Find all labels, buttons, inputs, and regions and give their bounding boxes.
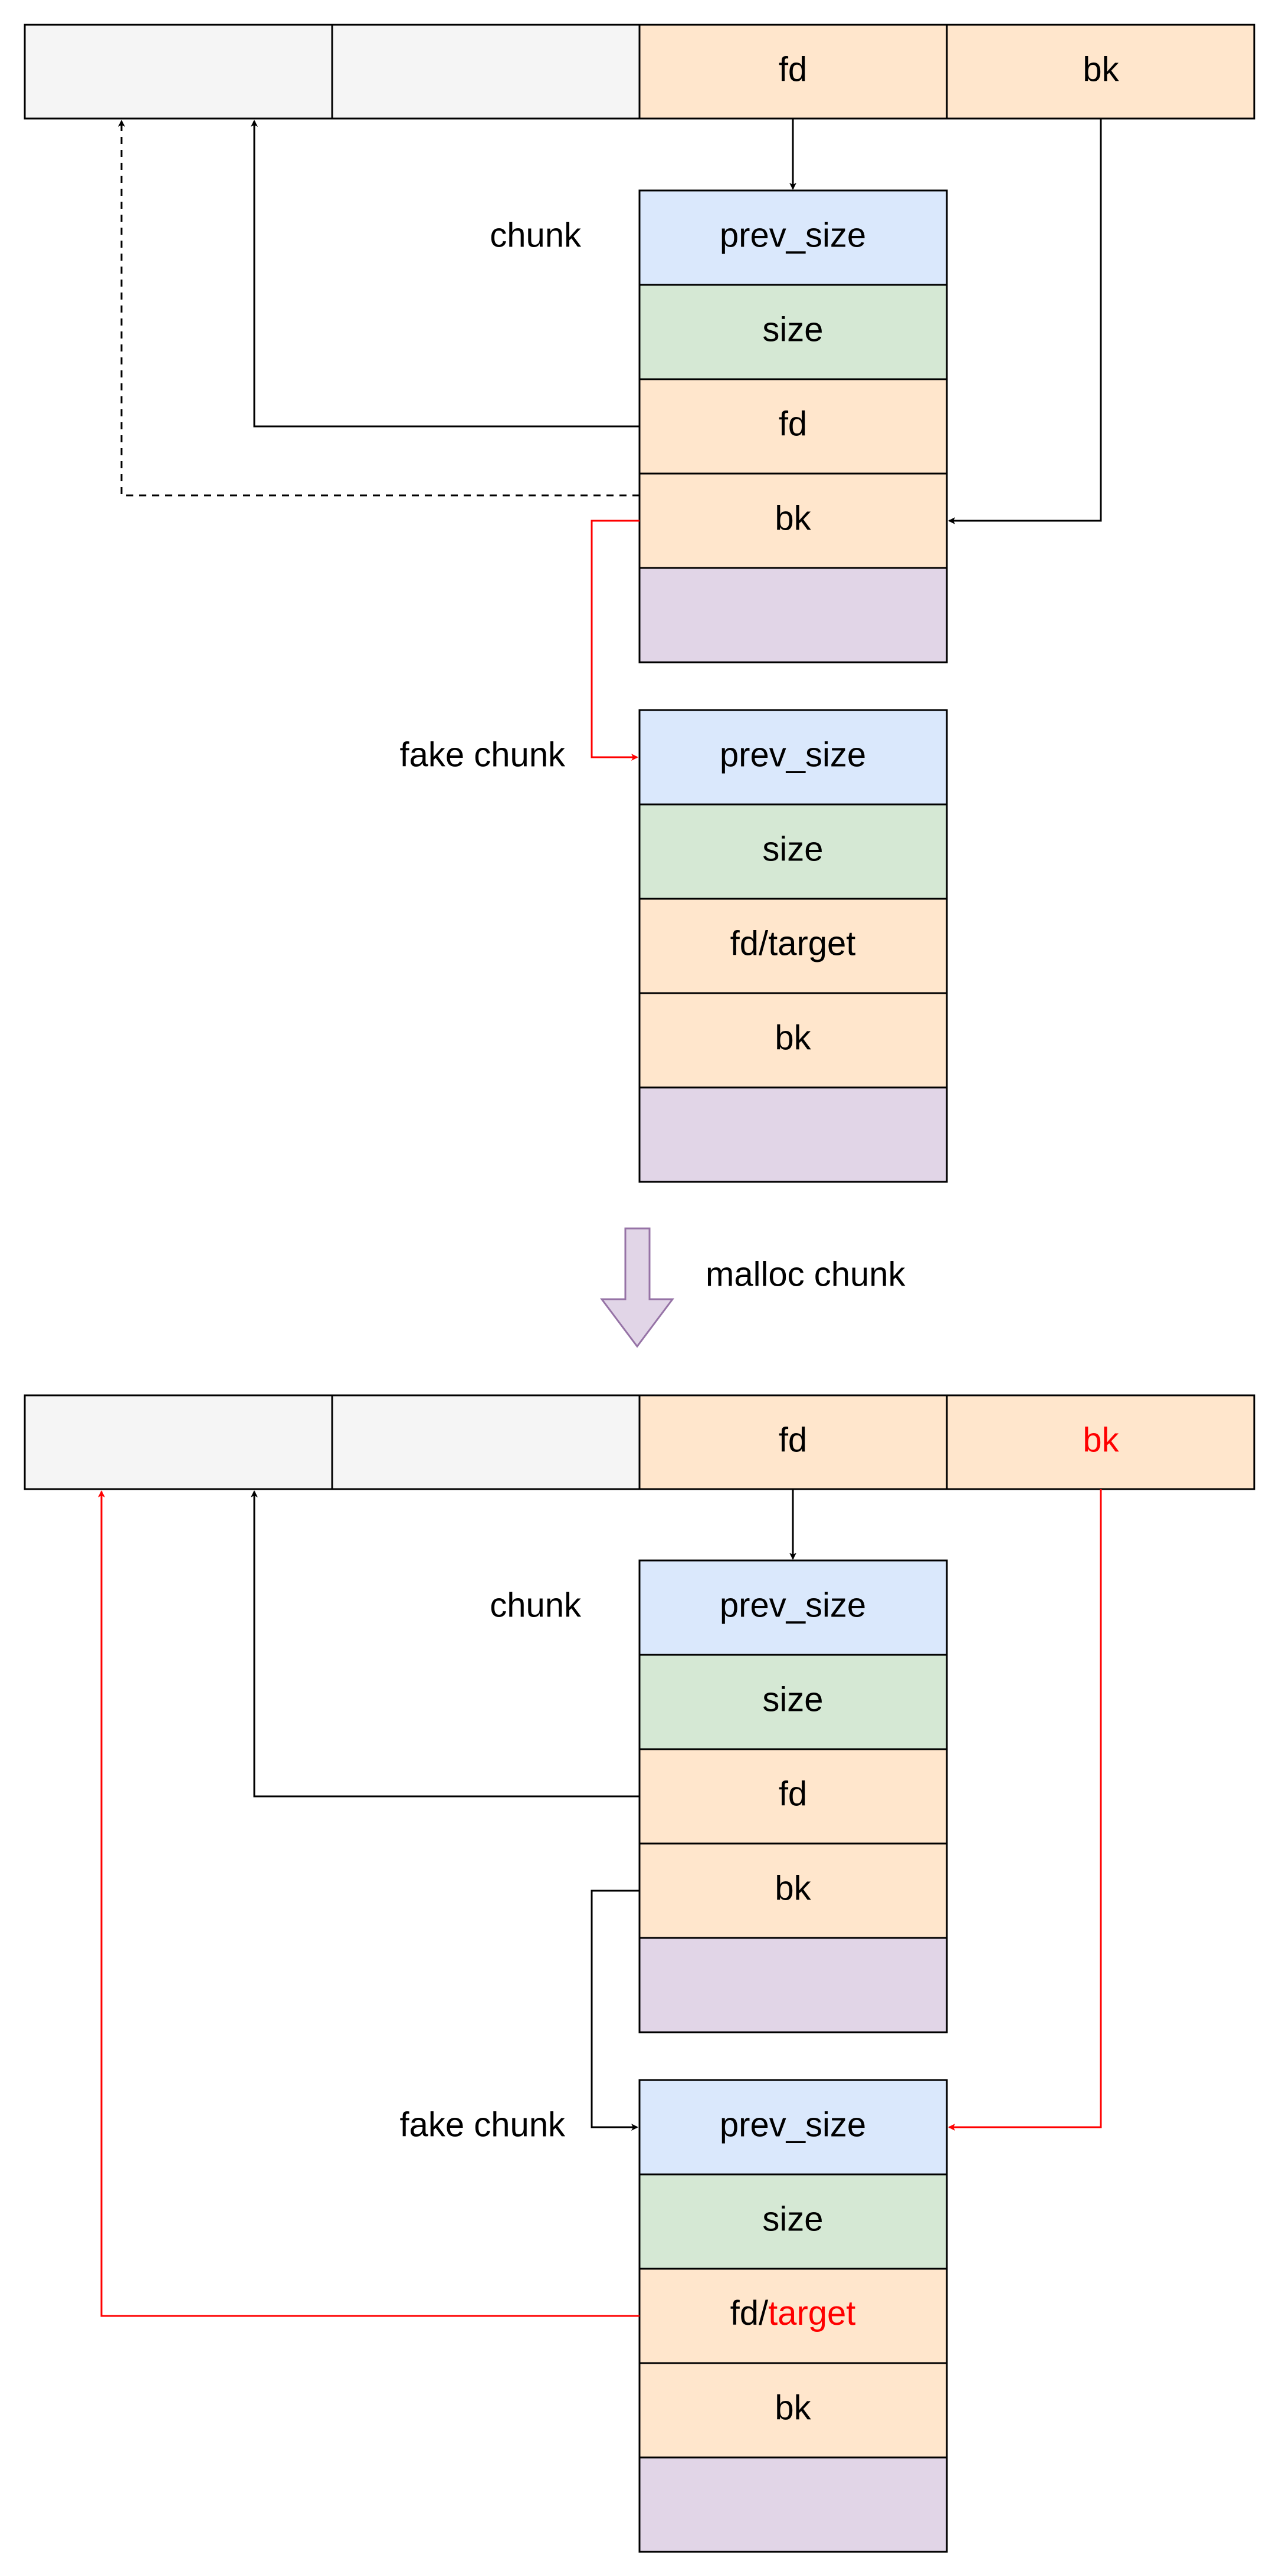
transition-label: malloc chunk [706, 1255, 906, 1293]
after-panel: fd bk chunk prev_size size fd bk fake ch… [24, 1394, 1255, 2553]
arrow-chunk-bk-to-fake-chunk [591, 1890, 640, 2131]
bin-fd-label: fd [779, 1421, 807, 1459]
arrows-after [98, 1489, 1102, 2317]
fake-chunk-size-label: size [762, 830, 823, 868]
chunk-size [638, 1654, 948, 1750]
arrow-fake-fd-to-bin [98, 1490, 640, 2317]
chunk-prev-size [638, 189, 948, 286]
arrows-before [118, 119, 1102, 761]
chunk-prev-size [638, 1559, 948, 1656]
fake-chunk-label: fake chunk [399, 2105, 566, 2144]
fake-chunk-label: fake chunk [399, 735, 566, 774]
bin-cell-bk [946, 24, 1255, 120]
chunk-prev-size-label: prev_size [720, 216, 866, 254]
arrow-bin-bk-to-chunk-bk [948, 119, 1102, 524]
fake-chunk-data [638, 2456, 948, 2553]
bin-cell-1 [331, 1394, 641, 1490]
fake-chunk-fd-target [638, 2268, 948, 2364]
before-panel: fd bk chunk prev_size size fd bk fake ch… [24, 24, 1255, 1183]
arrow-chunk-fd-to-bin [251, 1490, 640, 1798]
chunk-label: chunk [490, 216, 582, 254]
fake-chunk-size-label: size [762, 2200, 823, 2238]
fake-chunk-size [638, 803, 948, 900]
fake-chunk-fd-target-label: fd/target [730, 924, 856, 962]
chunk-label: chunk [490, 1586, 582, 1624]
chunk-fd [638, 378, 948, 475]
chunk-size [638, 284, 948, 380]
chunk-bk-label: bk [775, 1869, 811, 1907]
arrow-chunk-fd-to-bin [251, 120, 640, 428]
fake-chunk-before: prev_size size fd/target bk [638, 709, 948, 1183]
bin-cell-1 [331, 24, 641, 120]
arrow-bin-bk-to-fake-chunk [948, 1489, 1102, 2131]
bin-bk-label-highlighted: bk [1083, 1421, 1119, 1459]
chunk-fd-label: fd [779, 1775, 807, 1813]
arrow-chunk-bk-to-bin-dashed [118, 120, 640, 497]
arrow-chunk-bk-to-fake-chunk [591, 520, 640, 761]
bin-cell-0 [24, 24, 333, 120]
down-arrow-icon [600, 1227, 674, 1348]
bin-cell-fd [638, 1394, 948, 1490]
chunk-before: prev_size size fd bk [638, 189, 948, 663]
target-highlight: target [768, 2294, 855, 2332]
chunk-bk [638, 472, 948, 569]
chunk-prev-size-label: prev_size [720, 1586, 866, 1624]
chunk-size-label: size [762, 310, 823, 349]
chunk-after: prev_size size fd bk [638, 1559, 948, 2033]
bin-after: fd bk [24, 1394, 1255, 1490]
bin-cell-bk [946, 1394, 1255, 1490]
fake-chunk-after: prev_size size fd/target bk [638, 2079, 948, 2553]
fake-chunk-size [638, 2173, 948, 2270]
bin-cell-0 [24, 1394, 333, 1490]
fake-chunk-bk-label: bk [775, 2388, 811, 2427]
bin-before: fd bk [24, 24, 1255, 120]
fake-chunk-bk [638, 992, 948, 1089]
chunk-bk-label: bk [775, 499, 811, 537]
chunk-fd-label: fd [779, 405, 807, 443]
chunk-size-label: size [762, 1680, 823, 1719]
fd-prefix: fd/ [730, 2294, 769, 2332]
fake-chunk-prev-size-label: prev_size [720, 2105, 866, 2144]
chunk-data [638, 567, 948, 663]
fake-chunk-prev-size-label: prev_size [720, 735, 866, 774]
chunk-data [638, 1937, 948, 2033]
bin-bk-label: bk [1083, 50, 1119, 88]
fake-chunk-bk-label: bk [775, 1018, 811, 1057]
fake-chunk-fd-target-label: fd/target [730, 2294, 856, 2332]
bin-fd-label: fd [779, 50, 807, 88]
transition: malloc chunk [600, 1227, 906, 1348]
bin-cell-fd [638, 24, 948, 120]
chunk-fd [638, 1748, 948, 1845]
fake-chunk-data [638, 1086, 948, 1183]
